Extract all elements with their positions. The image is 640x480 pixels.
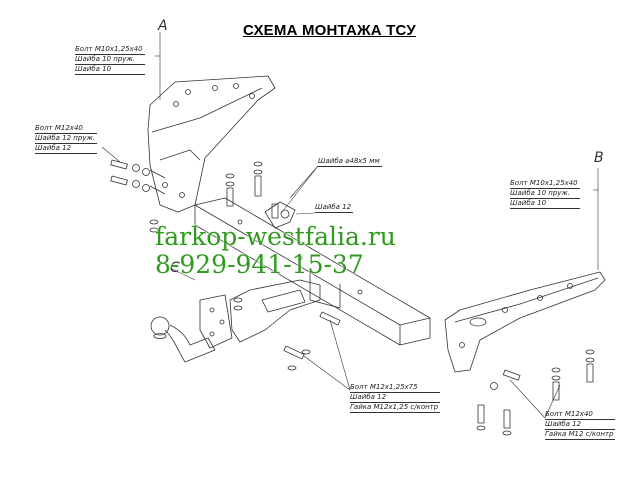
- callout-bottom-right-line: Шайба 12: [545, 420, 616, 430]
- bracket-a: [147, 75, 276, 213]
- callout-bottom-right-line: Болт M12x40: [545, 410, 616, 420]
- callout-a-line: Шайба 10: [75, 65, 145, 75]
- callout-a-line: Болт M10x1,25x40: [75, 45, 145, 55]
- label-b: B: [594, 150, 604, 166]
- bolts-bottom-center: [283, 311, 341, 371]
- left-bolts: [110, 159, 166, 195]
- vertical-bolts-a: [149, 161, 263, 311]
- callout-left-line: Болт M12x40: [35, 124, 97, 134]
- callout-b-line: Шайба 10: [510, 199, 580, 209]
- watermark-site: farkop-westfalia.ru: [155, 222, 396, 251]
- callout-bottom-center-line: Шайба 12: [350, 393, 441, 403]
- label-c: C: [170, 260, 180, 276]
- crossbar-tube: [194, 197, 431, 346]
- callout-left-line: Шайба 12 пруж.: [35, 134, 97, 144]
- callout-b-line: Болт M10x1,25x40: [510, 179, 580, 189]
- callout-a: Болт M10x1,25x40 Шайба 10 пруж. Шайба 10: [75, 45, 145, 75]
- callout-bottom-center-line: Гайка M12x1,25 с/контр: [350, 403, 441, 413]
- callout-left-line: Шайба 12: [35, 144, 97, 154]
- callout-washer48-line: Шайба ⌀48x5 мм: [318, 157, 382, 167]
- diagram-title: СХЕМА МОНТАЖА ТСУ: [243, 22, 416, 39]
- ball-hitch: [150, 279, 321, 363]
- callout-washer12: Шайба 12: [315, 203, 354, 213]
- bolts-b: [476, 349, 595, 436]
- leader-lines: [101, 32, 599, 419]
- watermark-phone: 8-929-941-15-37: [155, 250, 364, 279]
- label-a: A: [158, 18, 168, 34]
- callout-b: Болт M10x1,25x40 Шайба 10 пруж. Шайба 10: [510, 179, 580, 209]
- callout-bottom-center: Болт M12x1,25x75 Шайба 12 Гайка M12x1,25…: [350, 383, 441, 413]
- callout-washer48: Шайба ⌀48x5 мм: [318, 157, 382, 167]
- bracket-b: [444, 271, 606, 373]
- callout-left: Болт M12x40 Шайба 12 пруж. Шайба 12: [35, 124, 97, 154]
- center-bracket: [264, 201, 296, 229]
- callout-bottom-center-line: Болт M12x1,25x75: [350, 383, 441, 393]
- callout-bottom-right-line: Гайка M12 с/контр: [545, 430, 616, 440]
- callout-a-line: Шайба 10 пруж.: [75, 55, 145, 65]
- callout-b-line: Шайба 10 пруж.: [510, 189, 580, 199]
- callout-bottom-right: Болт M12x40 Шайба 12 Гайка M12 с/контр: [545, 410, 616, 440]
- callout-washer12-line: Шайба 12: [315, 203, 354, 213]
